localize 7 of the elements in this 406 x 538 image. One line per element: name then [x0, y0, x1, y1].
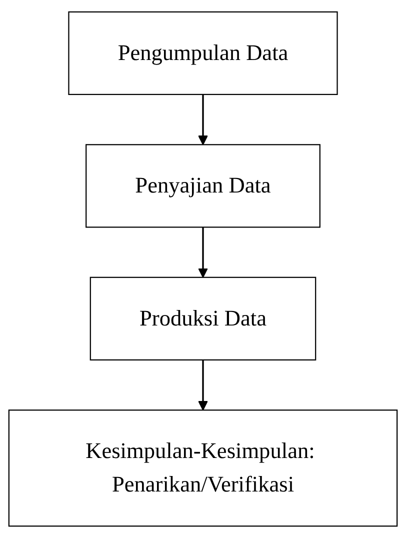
arrow: [198, 227, 208, 278]
node-box: Pengumpulan Data: [68, 11, 338, 95]
node-box: Produksi Data: [90, 276, 316, 360]
node-box: Kesimpulan-Kesimpulan: Penarikan/Verifikasi: [8, 410, 398, 527]
node-box: Penyajian Data: [86, 144, 320, 228]
arrow: [198, 360, 208, 411]
arrow: [198, 94, 208, 146]
